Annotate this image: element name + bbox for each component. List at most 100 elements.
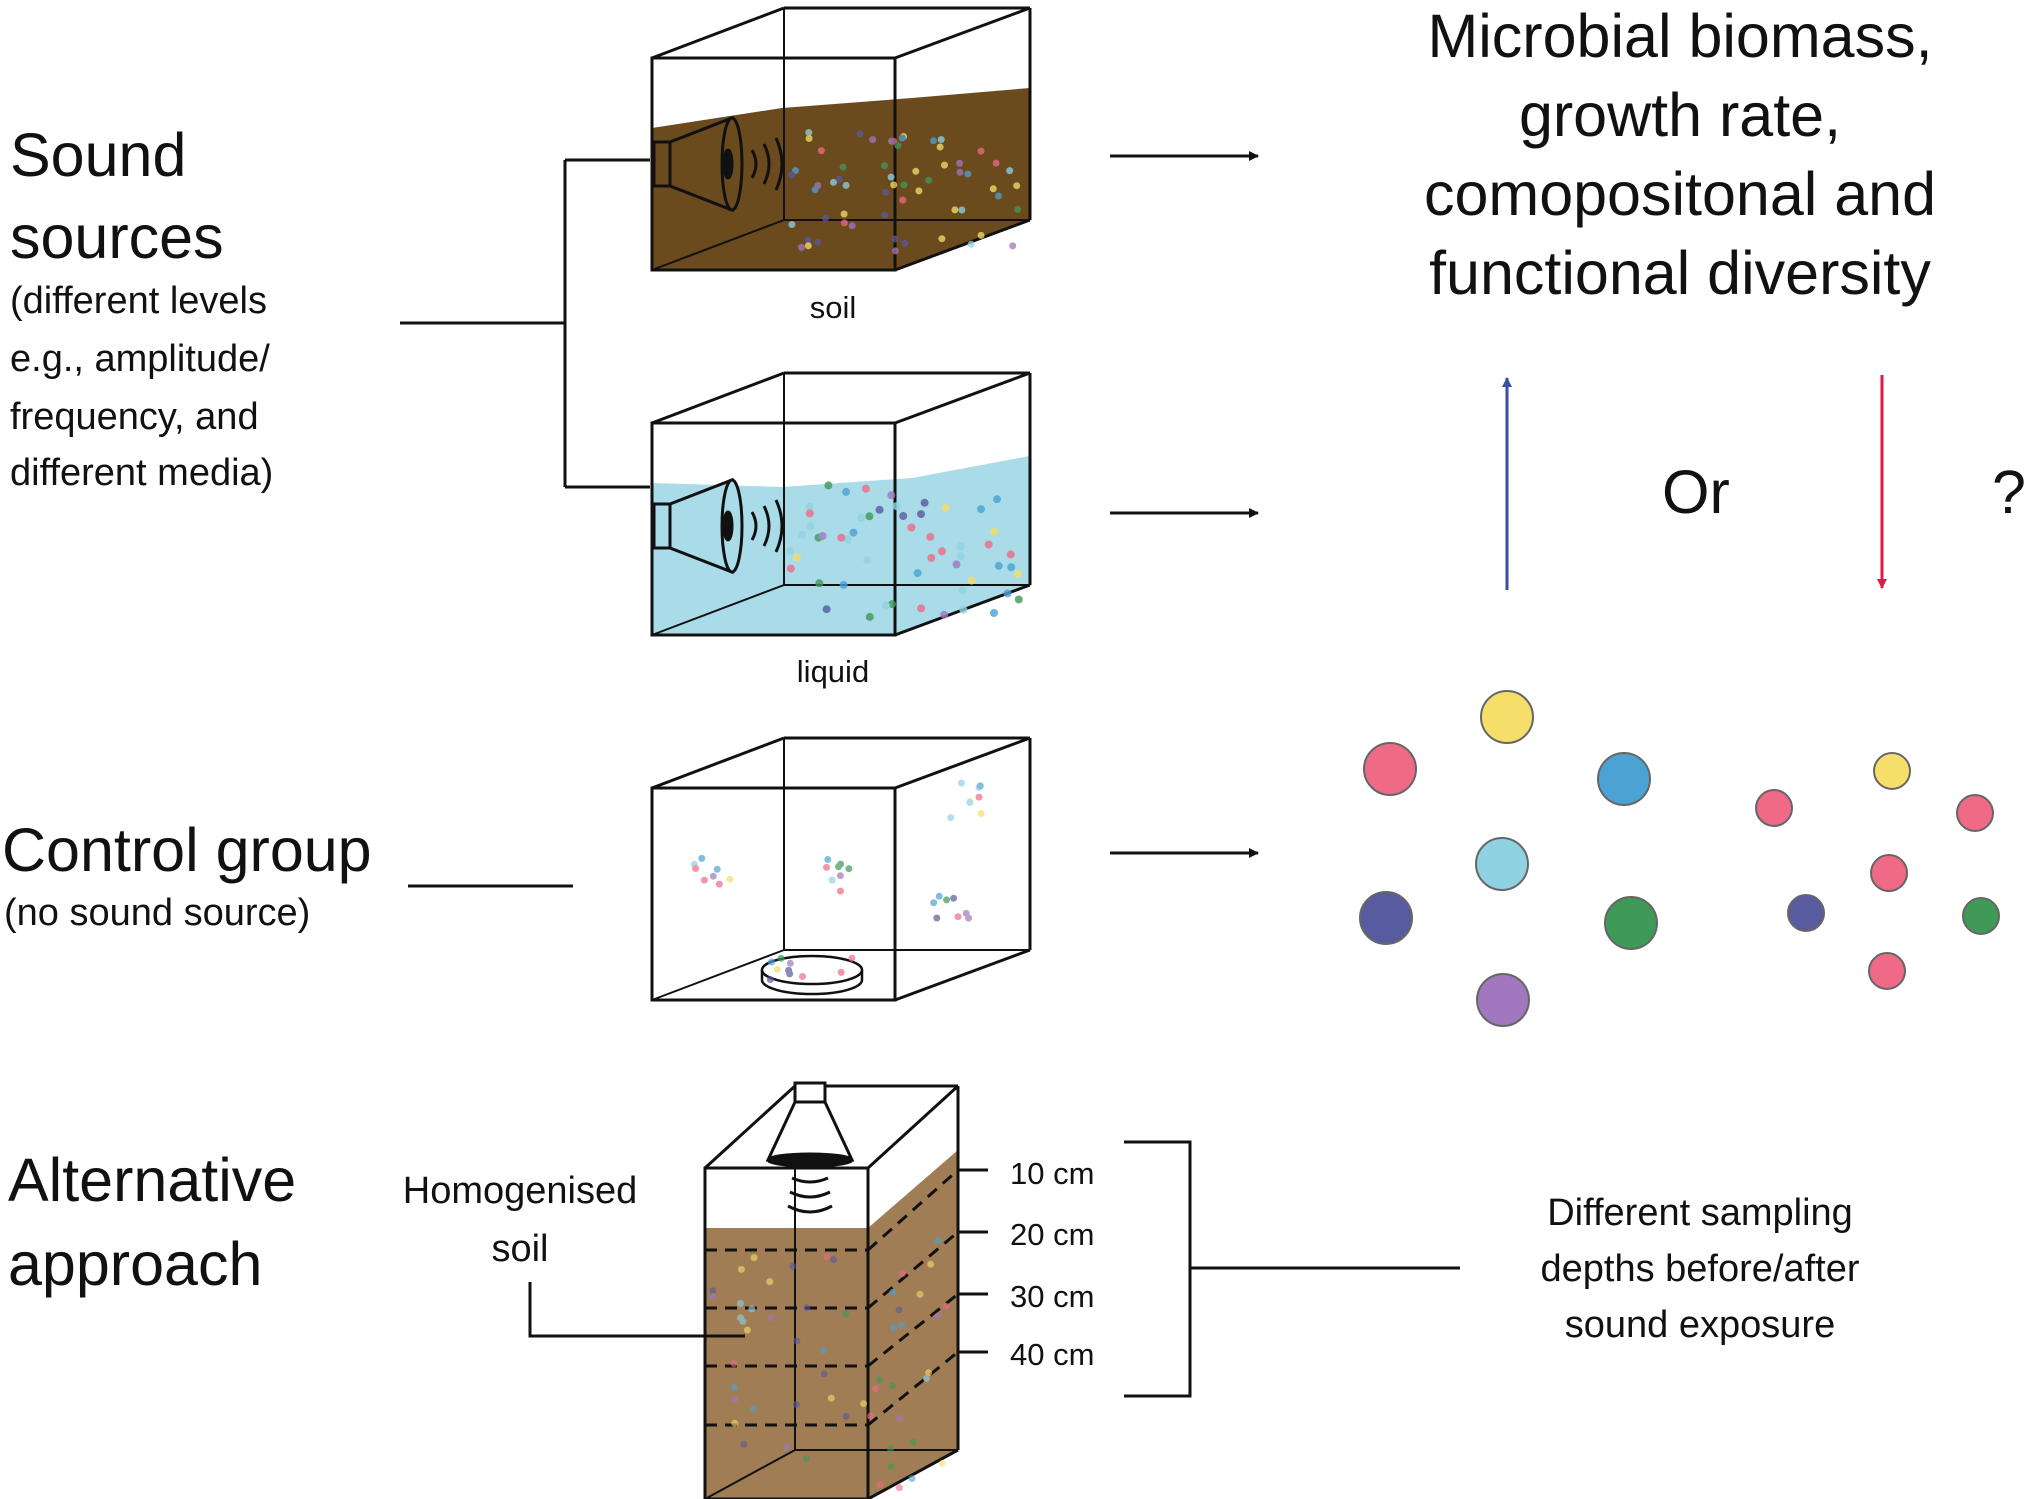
microbe-dot (934, 1312, 942, 1320)
microbe-dot (823, 1253, 831, 1261)
control-microbe-dots (690, 779, 985, 983)
sound-sources-title-line1: Sound (10, 121, 187, 189)
microbe-dot (840, 210, 848, 218)
sampling-bracket (1124, 1140, 1460, 1398)
microbe-dot (1013, 569, 1022, 578)
microbe-dot (804, 236, 812, 244)
microbe-dot (785, 966, 793, 974)
microbe-dot (698, 854, 706, 862)
microbe-dot (839, 163, 847, 171)
microbe-dot (887, 491, 896, 500)
depth-ticks (958, 1168, 988, 1354)
microbe-dot (692, 865, 700, 872)
microbe-dot (730, 1360, 738, 1368)
microbe-dot (860, 1400, 868, 1408)
microbe-dot (736, 1299, 744, 1307)
microbe-dot (748, 1305, 756, 1313)
microbe-dot (916, 1290, 924, 1298)
microbe-dot (888, 137, 895, 145)
soil-box (650, 6, 1032, 272)
microbe-dot (798, 243, 805, 251)
microbe-dot (992, 159, 1000, 167)
microbe-dot (966, 799, 974, 806)
microbe-dot (709, 1293, 717, 1301)
microbe-dot (839, 580, 848, 589)
microbe-dot (840, 219, 848, 227)
microbe-dot (984, 540, 993, 549)
column-microbe-dots (709, 1237, 950, 1492)
microbe-dot (806, 522, 815, 531)
microbe-dot (836, 872, 844, 880)
microbe-dot (994, 192, 1002, 200)
microbe-dot (952, 560, 961, 569)
microbe-dot (818, 532, 827, 540)
microbe-dot (815, 579, 824, 588)
microbe-dot (951, 206, 959, 214)
microbe-dot (786, 546, 794, 555)
microbe-dot (964, 170, 972, 178)
outcome-line4: functional diversity (1429, 239, 1931, 307)
sound-sources-note-1: (different levels (10, 280, 267, 322)
microbe-dot (899, 196, 907, 204)
microbe-dot (957, 779, 965, 787)
microbe-dot (936, 143, 944, 151)
microbe-dot (876, 1481, 884, 1489)
microbe-dot (848, 222, 856, 230)
microbe-dot (820, 1346, 828, 1354)
depth-label-30: 30 cm (1010, 1279, 1095, 1314)
microbe-dot (889, 1382, 896, 1390)
microbe-dot (899, 512, 908, 520)
microbe-dot (766, 976, 774, 983)
microbe-dot (909, 1438, 917, 1446)
homogenised-pointer (528, 1282, 745, 1338)
microbe-dot (830, 178, 837, 186)
microbe-dot (894, 142, 902, 150)
microbe-dot (731, 1383, 739, 1391)
microbe-dot (956, 542, 965, 551)
sound-sources-bracket (400, 158, 650, 489)
microbe-dot (881, 162, 888, 170)
microbe-dot (915, 187, 923, 195)
microbe-dot (731, 1395, 739, 1403)
microbe-dot (783, 1443, 791, 1451)
microbe-dot (907, 523, 916, 532)
microbe-dot (927, 1260, 935, 1268)
microbe-dot (797, 530, 806, 539)
microbe-dot (837, 533, 846, 542)
depth-label-10: 10 cm (1010, 1156, 1095, 1191)
outcome-line2: growth rate, (1518, 81, 1842, 149)
microbe-dot (933, 914, 941, 922)
microbe-dot (817, 147, 825, 155)
microbe-dot (773, 965, 781, 973)
control-group-title: Control group (2, 816, 372, 884)
microbe-dot (867, 1412, 874, 1420)
microbe-dot (908, 1475, 916, 1482)
microbe-dot (943, 896, 951, 904)
microbe-dot (862, 484, 870, 493)
microbe-dot (890, 181, 898, 189)
microbe-dot (895, 1484, 903, 1492)
microbe-dot (898, 1321, 906, 1329)
microbe-dot (889, 1288, 897, 1296)
alternative-title-line1: Alternative (8, 1146, 297, 1214)
microbe-dot (977, 231, 985, 239)
microbe-dot (920, 498, 929, 507)
microbe-dot (1007, 563, 1016, 572)
microbe-dot (865, 612, 874, 621)
microbe-dot (827, 1394, 835, 1402)
microbe-dot (849, 528, 858, 537)
microbe-dot (743, 1326, 751, 1334)
sound-sources-note-2: e.g., amplitude/ (10, 338, 270, 380)
alternative-title-line2: approach (8, 1230, 263, 1298)
microbe-dot (954, 913, 962, 921)
microbe-dot (805, 503, 814, 511)
microbe-dot (934, 1237, 942, 1244)
microbe-dot (937, 136, 945, 144)
microbe-dot (788, 171, 796, 179)
microbe-dot (947, 814, 955, 822)
microbe-dot (814, 238, 822, 246)
microbe-dot (898, 134, 906, 142)
microbe-dot (1006, 550, 1015, 559)
microbe-dot (917, 604, 926, 613)
